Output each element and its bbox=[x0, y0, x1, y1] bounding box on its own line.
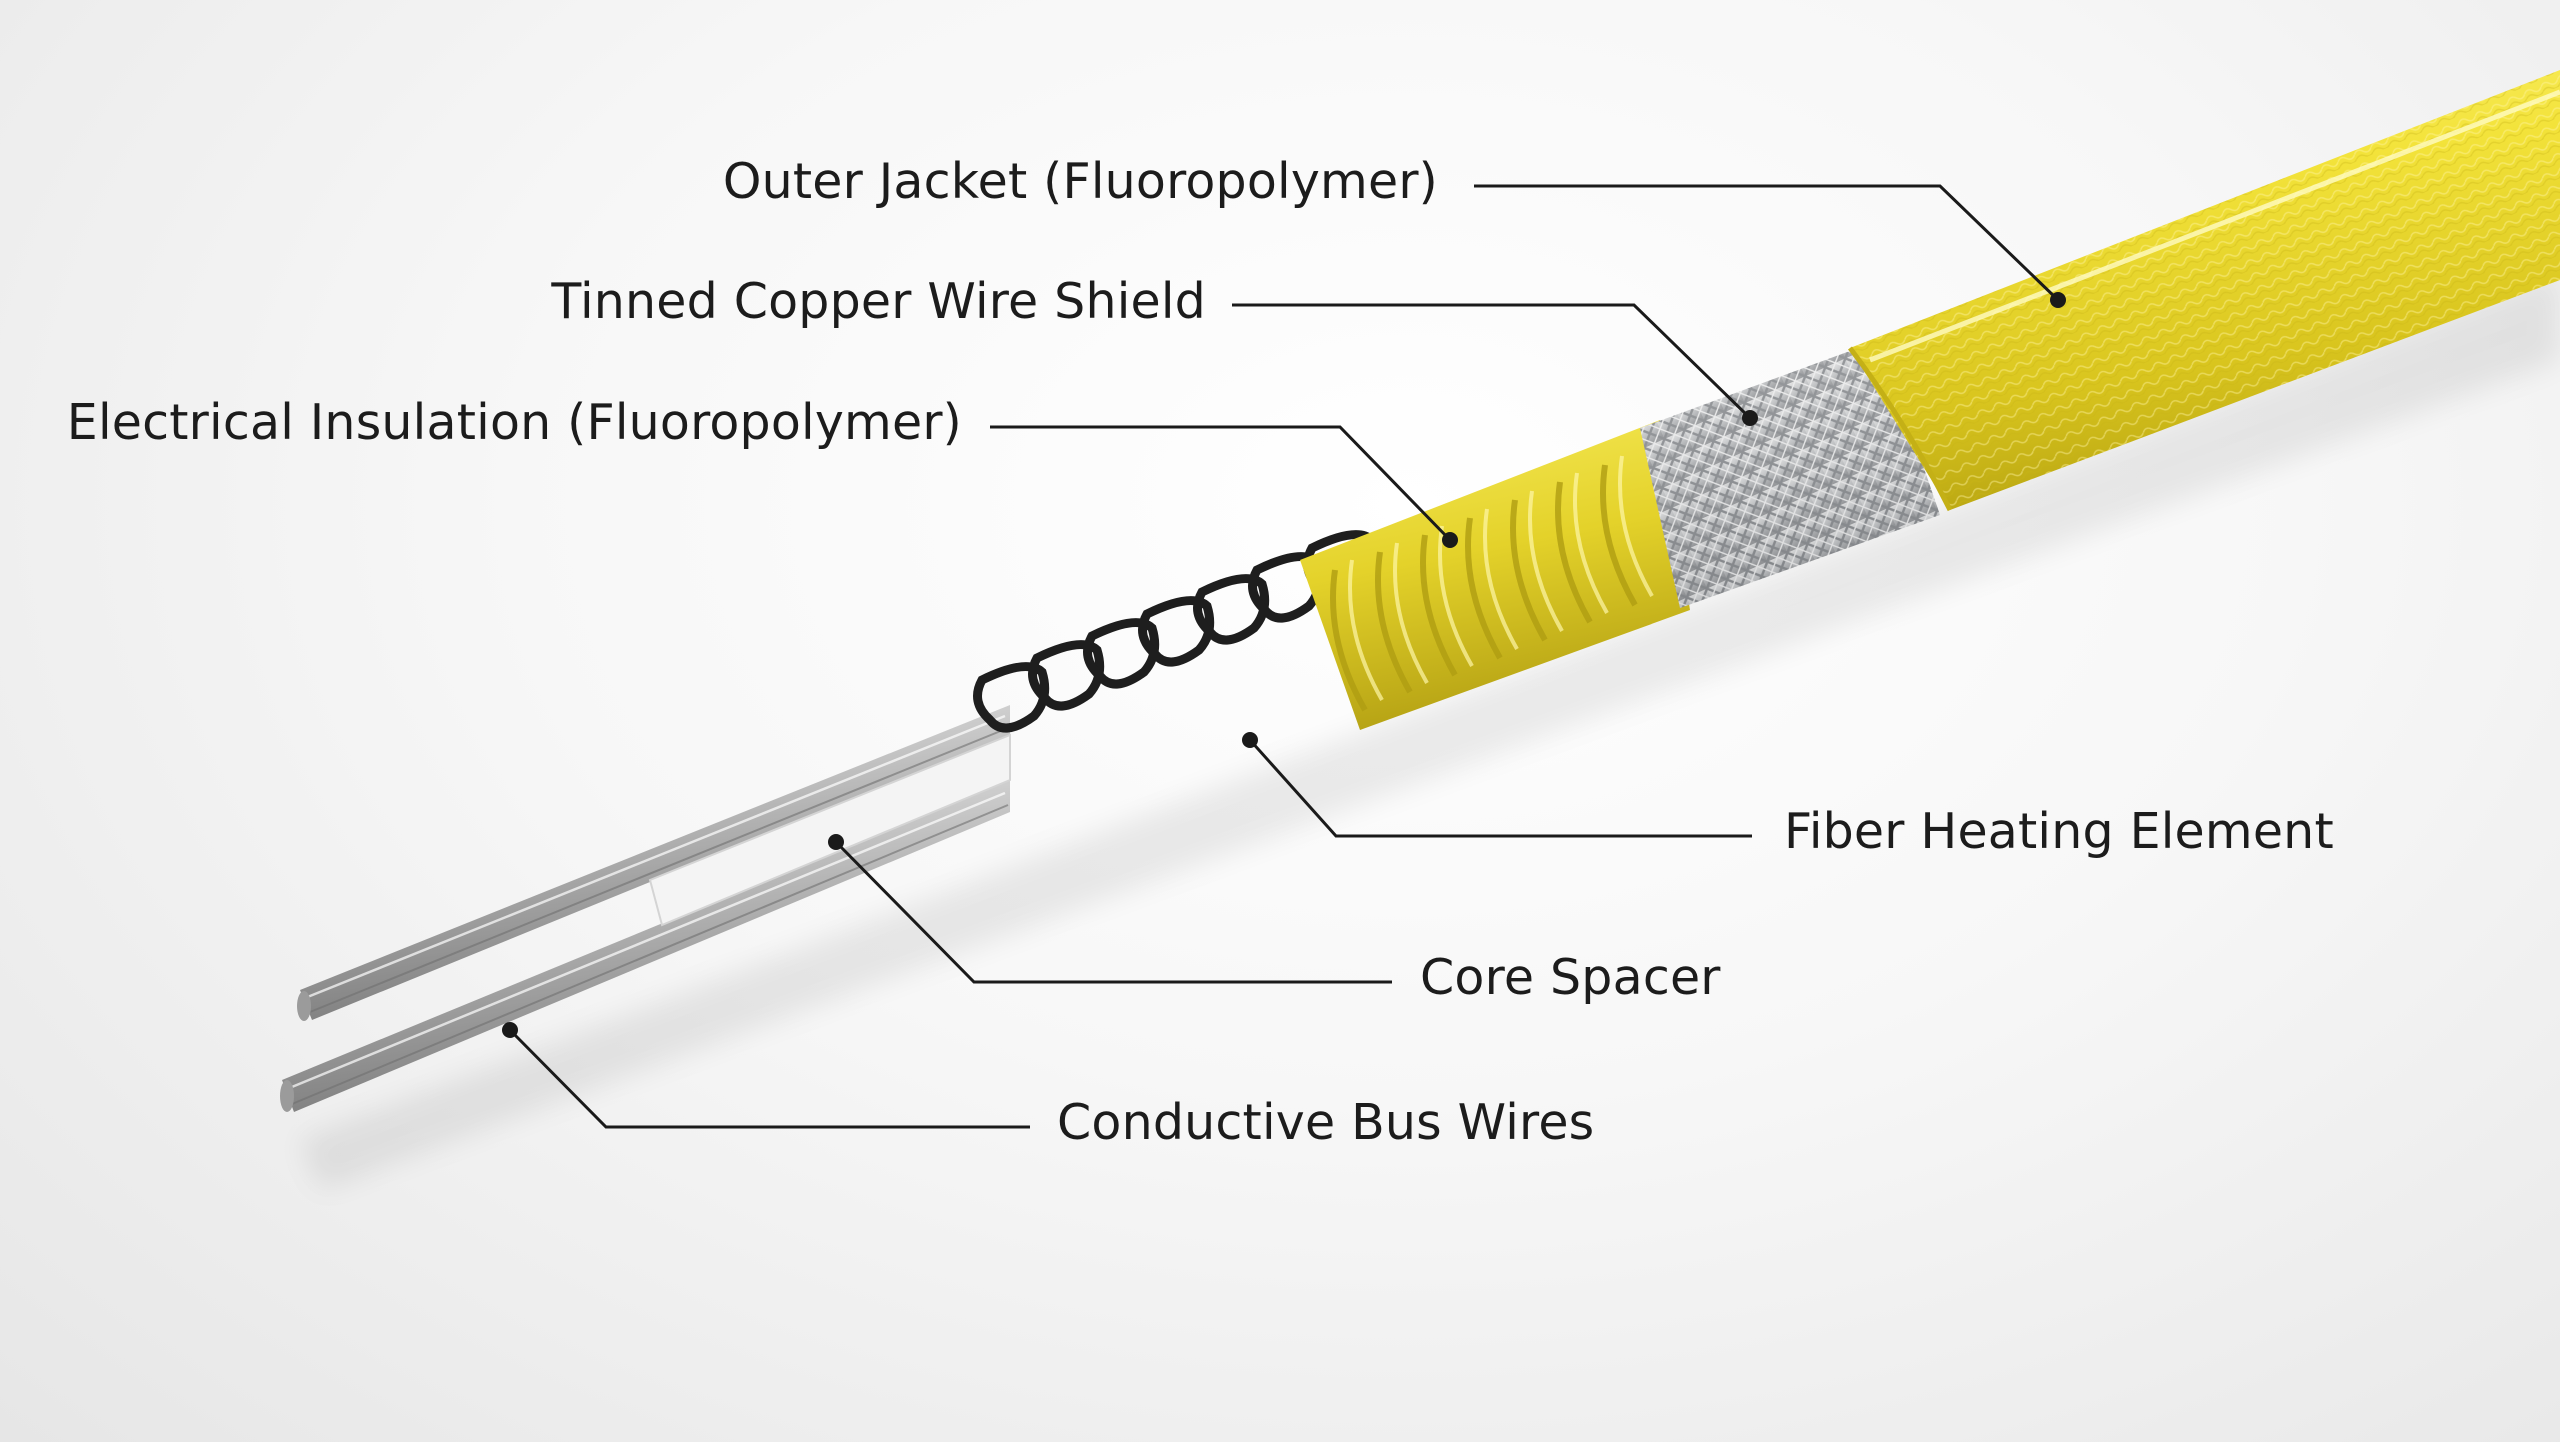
cable-shadow bbox=[300, 270, 2560, 1190]
dot-fiber bbox=[1242, 732, 1258, 748]
label-outer-jacket: Outer Jacket (Fluoropolymer) bbox=[722, 153, 1438, 210]
label-conductive-bus-wires: Conductive Bus Wires bbox=[1057, 1094, 1595, 1151]
dot-bus-wires bbox=[502, 1022, 518, 1038]
leader-dots bbox=[502, 292, 2066, 1038]
leader-bus-wires bbox=[508, 1028, 1030, 1129]
dot-spacer bbox=[828, 834, 844, 850]
electrical-insulation bbox=[1300, 420, 1690, 730]
bus-wires bbox=[280, 705, 1010, 1112]
leader-shield bbox=[1232, 303, 1752, 420]
wire-end-lower bbox=[280, 1080, 294, 1112]
dot-outer-jacket bbox=[2050, 292, 2066, 308]
tinned-copper-shield bbox=[1640, 340, 1940, 608]
leader-spacer bbox=[834, 840, 1392, 984]
wire-end-upper bbox=[297, 991, 311, 1021]
label-core-spacer: Core Spacer bbox=[1420, 949, 1721, 1006]
outer-jacket bbox=[1848, 70, 2560, 512]
leader-outer-jacket bbox=[1474, 184, 2060, 302]
leader-lines bbox=[508, 184, 2060, 1129]
label-fiber-heating-element: Fiber Heating Element bbox=[1784, 803, 2334, 860]
leader-insulation bbox=[990, 425, 1452, 542]
label-electrical-insulation: Electrical Insulation (Fluoropolymer) bbox=[66, 394, 962, 451]
core-spacer bbox=[648, 733, 1011, 927]
fiber-heating-element bbox=[973, 530, 1380, 733]
dot-shield bbox=[1742, 410, 1758, 426]
dot-insulation bbox=[1442, 532, 1458, 548]
leader-fiber bbox=[1248, 738, 1752, 838]
label-tinned-copper-shield: Tinned Copper Wire Shield bbox=[551, 273, 1206, 330]
